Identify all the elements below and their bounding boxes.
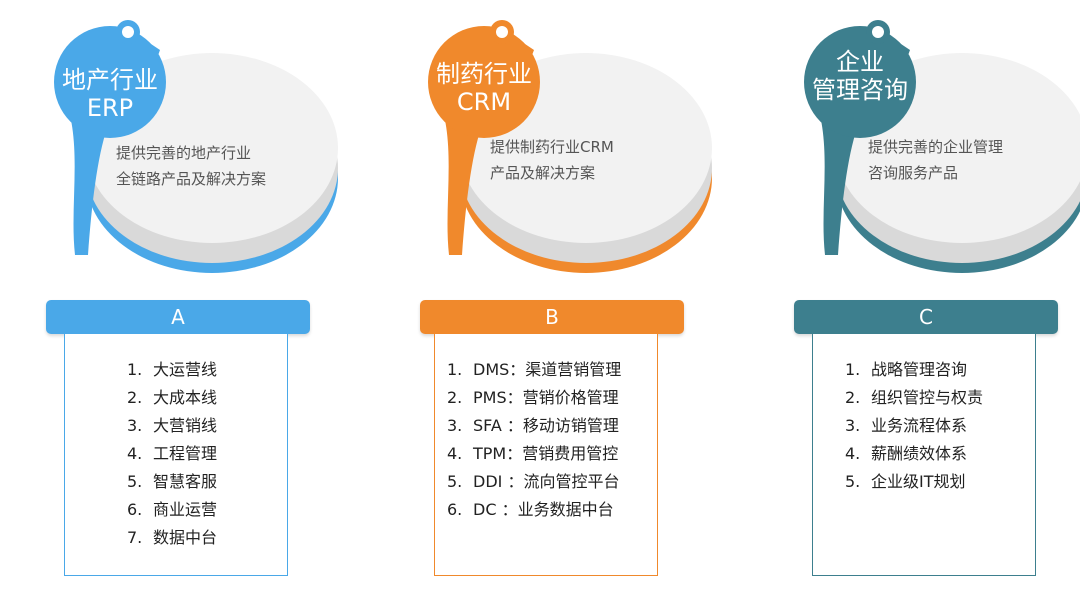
disc-illustration-c <box>804 20 1080 273</box>
list-box-b: 1.DMS：渠道营销管理 2.PMS：营销价格管理 3.SFA ：移动访销管理 … <box>434 334 658 576</box>
list-item: 3.大营销线 <box>127 416 218 435</box>
list-item: 5.智慧客服 <box>127 472 218 491</box>
title-line-1-c: 企业 <box>836 48 884 76</box>
title-bubble-c <box>804 26 916 138</box>
description-line-2-b: 产品及解决方案 <box>490 164 596 182</box>
list-item: 5.DDI ：流向管控平台 <box>447 472 620 491</box>
list-item: 3.SFA ：移动访销管理 <box>447 416 619 435</box>
title-bubble-b <box>428 26 540 138</box>
list-item: 4.TPM：营销费用管控 <box>447 444 619 463</box>
list-item: 6.DC ：业务数据中台 <box>447 500 614 519</box>
bubble-hole-a <box>122 26 134 38</box>
list-item: 2.大成本线 <box>127 388 218 407</box>
disc-illustration-b <box>428 20 712 273</box>
title-line-1-a: 地产行业 <box>62 66 158 94</box>
list-item: 6.商业运营 <box>127 500 218 519</box>
list-item: 4.薪酬绩效体系 <box>845 444 968 463</box>
bubble-hole-c <box>872 26 884 38</box>
tab-a[interactable]: A <box>46 300 310 334</box>
item-list-b: 1.DMS：渠道营销管理 2.PMS：营销价格管理 3.SFA ：移动访销管理 … <box>435 356 657 524</box>
list-item: 4.工程管理 <box>127 444 218 463</box>
list-item: 2.PMS：营销价格管理 <box>447 388 619 407</box>
description-line-1-c: 提供完善的企业管理 <box>868 138 1004 156</box>
column-b: 制药行业 CRM 提供制药行业CRM 产品及解决方案 B 1.DMS：渠道营销管… <box>414 0 754 597</box>
list-item: 1.战略管理咨询 <box>845 360 968 379</box>
bubble-hole-b <box>496 26 508 38</box>
title-bubble-a <box>54 26 166 138</box>
list-item: 2.组织管控与权责 <box>845 388 984 407</box>
column-c: 企业 管理咨询 提供完善的企业管理 咨询服务产品 C 1.战略管理咨询 2.组织… <box>790 0 1080 597</box>
column-description-b: 提供制药行业CRM 产品及解决方案 <box>490 134 614 186</box>
description-line-1-b: 提供制药行业CRM <box>490 138 614 156</box>
column-description-a: 提供完善的地产行业 全链路产品及解决方案 <box>116 140 266 192</box>
item-list-c: 1.战略管理咨询 2.组织管控与权责 3.业务流程体系 4.薪酬绩效体系 5.企… <box>813 356 1035 496</box>
description-line-1-a: 提供完善的地产行业 <box>116 144 252 162</box>
list-box-a: 1.大运营线 2.大成本线 3.大营销线 4.工程管理 5.智慧客服 6.商业运… <box>64 334 288 576</box>
title-line-2-c: 管理咨询 <box>812 76 908 104</box>
list-item: 1.DMS：渠道营销管理 <box>447 360 622 379</box>
list-item: 3.业务流程体系 <box>845 416 968 435</box>
tab-c[interactable]: C <box>794 300 1058 334</box>
description-line-2-a: 全链路产品及解决方案 <box>116 170 267 188</box>
description-line-2-c: 咨询服务产品 <box>868 164 959 182</box>
title-line-2-a: ERP <box>86 94 134 122</box>
title-line-2-b: CRM <box>456 88 512 116</box>
column-title-a: 地产行业 ERP <box>54 66 166 122</box>
list-item: 7.数据中台 <box>127 528 218 547</box>
list-box-c: 1.战略管理咨询 2.组织管控与权责 3.业务流程体系 4.薪酬绩效体系 5.企… <box>812 334 1036 576</box>
column-a: 地产行业 ERP 提供完善的地产行业 全链路产品及解决方案 A 1.大运营线 2… <box>40 0 380 597</box>
tab-b[interactable]: B <box>420 300 684 334</box>
column-title-b: 制药行业 CRM <box>428 60 540 116</box>
list-item: 1.大运营线 <box>127 360 218 379</box>
list-item: 5.企业级IT规划 <box>845 472 966 491</box>
item-list-a: 1.大运营线 2.大成本线 3.大营销线 4.工程管理 5.智慧客服 6.商业运… <box>65 356 287 552</box>
disc-illustration-a <box>54 20 338 273</box>
column-title-c: 企业 管理咨询 <box>804 48 916 104</box>
column-description-c: 提供完善的企业管理 咨询服务产品 <box>868 134 1003 186</box>
title-line-1-b: 制药行业 <box>436 60 532 88</box>
